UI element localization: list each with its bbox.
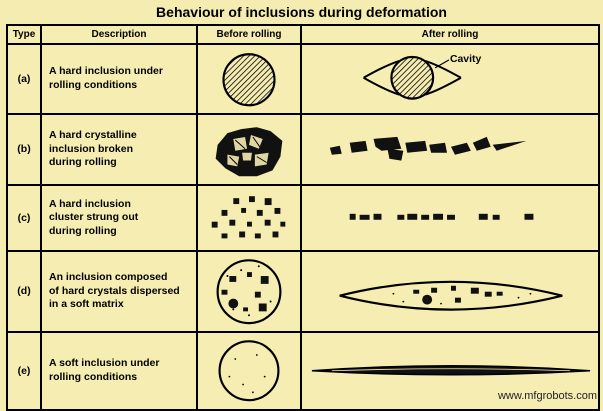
after-rolling-cell <box>300 184 600 252</box>
description-line: A hard inclusion under <box>49 65 163 78</box>
row-description: A hard inclusion under rolling condition… <box>40 43 198 115</box>
cavity-left <box>363 59 400 96</box>
row-type-label: (b) <box>6 112 42 187</box>
description-line: A soft inclusion under <box>49 357 160 370</box>
soft-inclusion-after <box>311 365 591 376</box>
header-after-rolling: After rolling <box>300 24 600 45</box>
composite-inclusion-after <box>339 280 563 311</box>
description-line: during rolling <box>49 224 117 237</box>
before-rolling-cell <box>196 43 302 115</box>
description-line: rolling conditions <box>49 370 138 383</box>
header-before-rolling: Before rolling <box>196 24 302 45</box>
cavity-pointer <box>434 59 450 69</box>
inclusions-table: Type Description Before rolling After ro… <box>6 24 600 411</box>
header-description: Description <box>40 24 198 45</box>
description-line: A hard crystalline <box>49 129 137 142</box>
row-type-label: (d) <box>6 249 42 334</box>
hard-inclusion-before <box>222 53 276 107</box>
row-type-label: (c) <box>6 184 42 252</box>
row-type-label: (a) <box>6 43 42 115</box>
row-description: A hard crystalline inclusion broken duri… <box>40 112 198 187</box>
before-rolling-cell <box>196 249 302 334</box>
table-row: (c) A hard inclusion cluster strung out … <box>6 184 600 252</box>
after-rolling-cell <box>300 331 600 411</box>
before-rolling-cell <box>196 112 302 187</box>
composite-inclusion-before <box>216 258 282 324</box>
description-line: in a soft matrix <box>49 298 124 311</box>
description-line: of hard crystals dispersed <box>49 284 180 297</box>
description-line: cluster strung out <box>49 211 139 224</box>
hard-inclusion-after: Cavity <box>363 54 481 100</box>
table-row: (b) A hard crystalline inclusion broken … <box>6 112 600 187</box>
after-rolling-cell: Cavity <box>300 43 600 115</box>
inclusion-cluster-before <box>211 196 286 239</box>
table-row: (d) An inclusion composed of hard crysta… <box>6 249 600 334</box>
row-description: An inclusion composed of hard crystals d… <box>40 249 198 334</box>
description-line: A hard inclusion <box>49 197 131 210</box>
description-line: inclusion broken <box>49 142 134 155</box>
cavity-right <box>424 59 462 96</box>
after-rolling-cell <box>300 112 600 187</box>
table-row: (a) A hard inclusion under rolling condi… <box>6 43 600 115</box>
description-line: An inclusion composed <box>49 271 168 284</box>
inclusion-cluster-after <box>349 213 534 220</box>
row-description: A hard inclusion cluster strung out duri… <box>40 184 198 252</box>
header-row: Type Description Before rolling After ro… <box>6 24 600 45</box>
row-description: A soft inclusion under rolling condition… <box>40 331 198 411</box>
cavity-label: Cavity <box>450 54 481 65</box>
row-type-label: (e) <box>6 331 42 411</box>
before-rolling-cell <box>196 184 302 252</box>
website-watermark: www.mfgrobots.com <box>497 390 597 402</box>
crystalline-inclusion-after <box>329 136 527 161</box>
description-line: rolling conditions <box>49 78 138 91</box>
description-line: during rolling <box>49 156 117 169</box>
soft-inclusion-before <box>218 340 280 402</box>
crystalline-inclusion-before <box>215 126 283 176</box>
before-rolling-cell <box>196 331 302 411</box>
diagram-title: Behaviour of inclusions during deformati… <box>156 4 447 20</box>
after-rolling-cell <box>300 249 600 334</box>
header-type: Type <box>6 24 42 45</box>
